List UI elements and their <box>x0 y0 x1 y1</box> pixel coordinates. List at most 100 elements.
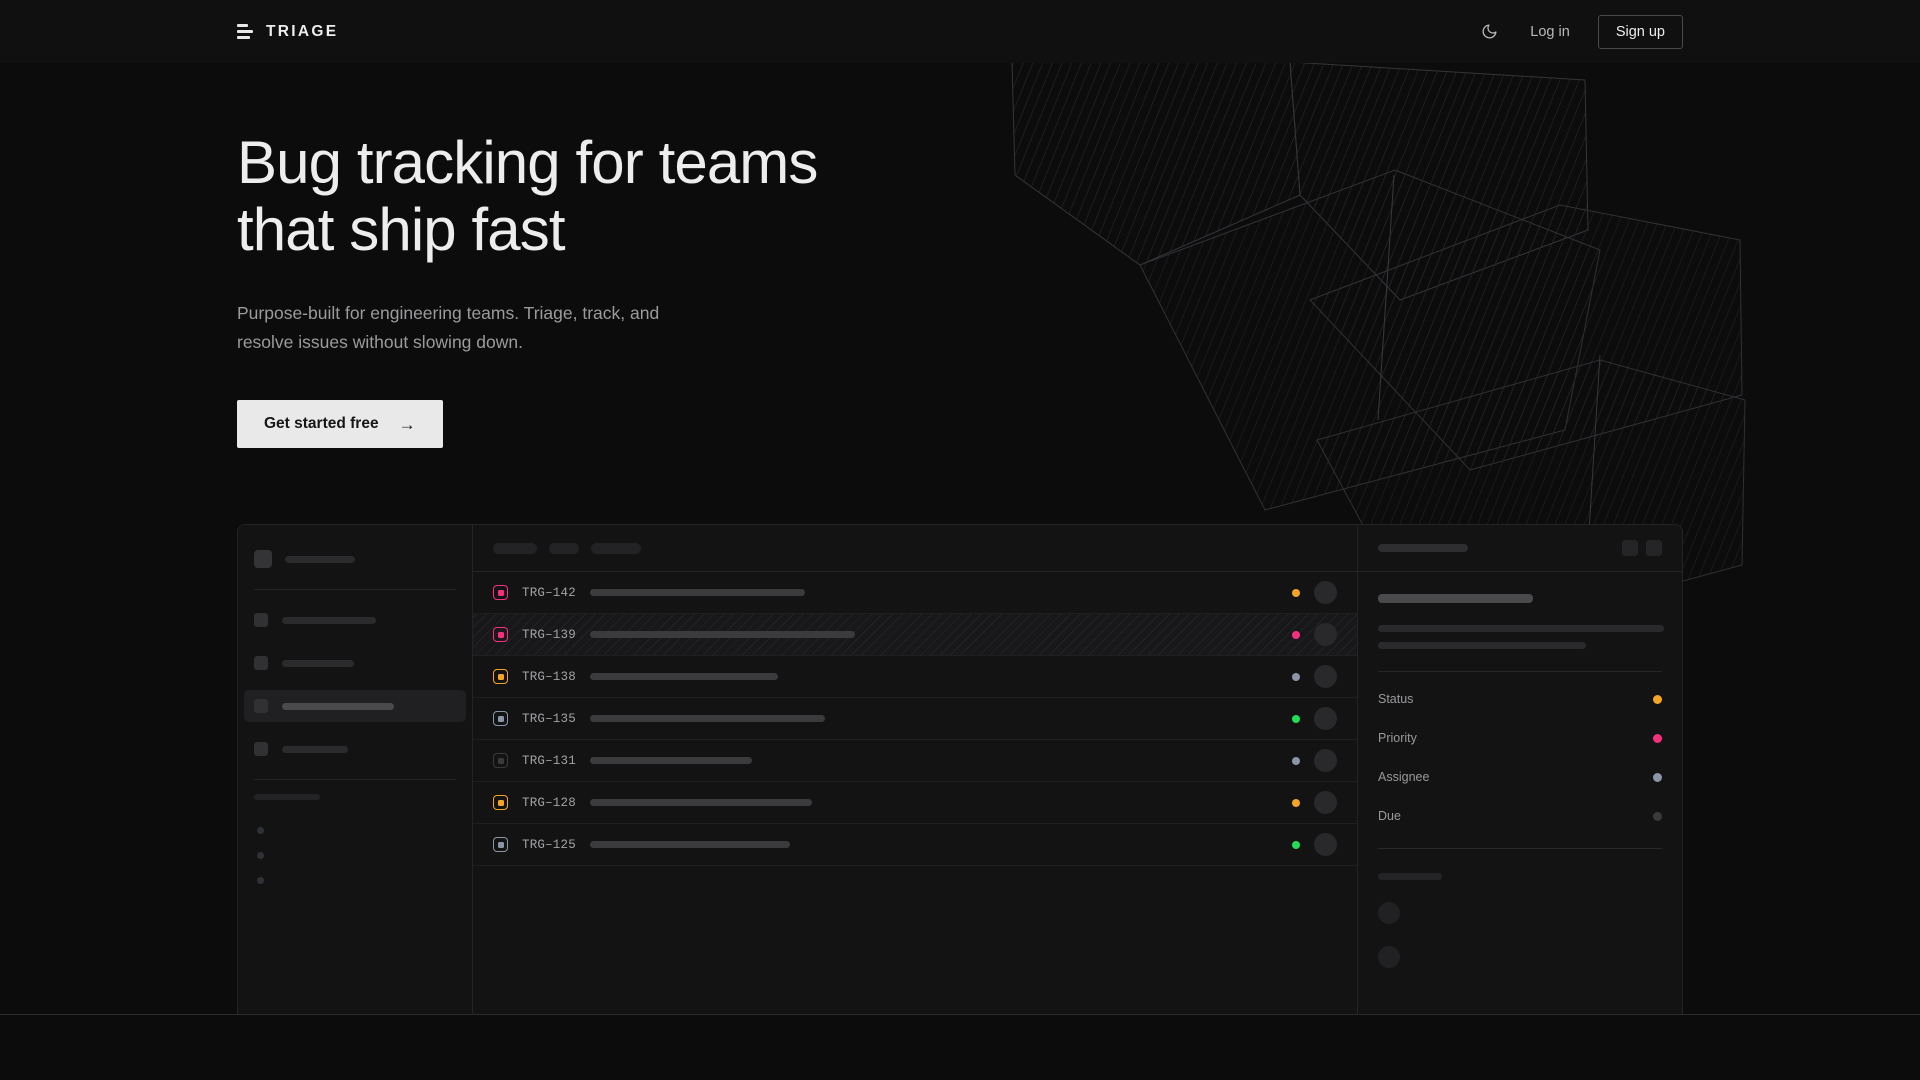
preview-nav-icon-placeholder <box>254 656 268 670</box>
row-meta <box>1292 623 1337 646</box>
preview-detail-issue-title-placeholder <box>1378 594 1533 603</box>
issue-id: TRG–138 <box>522 669 576 684</box>
brand-name: TRIAGE <box>266 22 339 40</box>
detail-field-priority[interactable]: Priority <box>1378 731 1662 745</box>
avatar <box>1314 749 1337 772</box>
preview-sidebar-section-label <box>254 794 320 800</box>
section-divider <box>0 1014 1920 1015</box>
issue-id: TRG–131 <box>522 753 576 768</box>
preview-filter-chip-3[interactable] <box>591 542 641 554</box>
preview-filter-chip-2[interactable] <box>549 542 579 554</box>
row-meta <box>1292 665 1337 688</box>
preview-detail-actions <box>1622 540 1662 556</box>
preview-detail-divider <box>1378 671 1662 672</box>
avatar <box>1314 665 1337 688</box>
table-row[interactable]: TRG–128 <box>473 782 1357 824</box>
bullet-dot-icon <box>257 877 264 884</box>
square-button-icon-2[interactable] <box>1646 540 1662 556</box>
issue-title-placeholder <box>590 631 855 638</box>
table-row[interactable]: TRG–131 <box>473 740 1357 782</box>
table-row[interactable]: TRG–138 <box>473 656 1357 698</box>
issue-id: TRG–139 <box>522 627 576 642</box>
get-started-button[interactable]: Get started free → <box>237 400 443 449</box>
preview-detail-footer-divider <box>1378 848 1662 849</box>
arrow-right-icon: → <box>398 414 416 434</box>
preview-detail-desc-line-1 <box>1378 625 1664 632</box>
row-meta <box>1292 833 1337 856</box>
status-badge <box>1292 756 1300 765</box>
stacked-bars-logo-icon <box>237 24 253 39</box>
navbar-actions: Log in Sign up <box>1476 14 1683 49</box>
priority-icon <box>493 585 508 600</box>
preview-workspace-name-placeholder <box>285 555 355 563</box>
detail-field-assignee[interactable]: Assignee <box>1378 770 1662 784</box>
cta-label: Get started free <box>264 415 379 433</box>
row-meta <box>1292 791 1337 814</box>
top-navbar: TRIAGE Log in Sign up <box>0 0 1920 63</box>
signup-button[interactable]: Sign up <box>1597 14 1683 49</box>
preview-sidebar-mini-item-1[interactable] <box>254 818 456 843</box>
hero-section: Bug tracking for teams that ship fast Pu… <box>0 63 1920 449</box>
table-row[interactable]: TRG–142 <box>473 572 1357 614</box>
detail-field-value-dot <box>1653 772 1662 782</box>
comment-avatar-1 <box>1378 902 1400 924</box>
status-badge <box>1292 630 1300 639</box>
table-row[interactable]: TRG–125 <box>473 824 1357 866</box>
preview-logo-placeholder-icon <box>254 550 272 568</box>
preview-sidebar-item-3[interactable] <box>244 690 466 722</box>
preview-sidebar-item-2[interactable] <box>244 647 466 679</box>
preview-nav-icon-placeholder <box>254 742 268 756</box>
moon-icon[interactable] <box>1476 19 1502 45</box>
issue-id: TRG–125 <box>522 837 576 852</box>
brand-logo[interactable]: TRIAGE <box>237 23 338 41</box>
issue-id: TRG–135 <box>522 711 576 726</box>
priority-icon <box>493 795 508 810</box>
issue-title-placeholder <box>590 589 805 596</box>
status-badge <box>1292 840 1300 849</box>
detail-field-due[interactable]: Due <box>1378 809 1662 823</box>
avatar <box>1314 791 1337 814</box>
issue-id: TRG–128 <box>522 795 576 810</box>
hero-subtitle-line-1: Purpose-built for engineering teams. Tri… <box>237 303 660 324</box>
detail-field-status[interactable]: Status <box>1378 692 1662 706</box>
table-row[interactable]: TRG–135 <box>473 698 1357 740</box>
bullet-dot-icon <box>257 852 264 859</box>
priority-icon <box>493 627 508 642</box>
avatar <box>1314 707 1337 730</box>
square-button-icon-1[interactable] <box>1622 540 1638 556</box>
status-badge <box>1292 714 1300 723</box>
preview-sidebar-item-1[interactable] <box>244 604 466 636</box>
detail-field-label: Status <box>1378 692 1414 706</box>
priority-icon <box>493 711 508 726</box>
hero-subtitle-line-2: resolve issues without slowing down. <box>237 331 523 352</box>
status-badge <box>1292 672 1300 681</box>
preview-sidebar-mini-item-2[interactable] <box>254 843 456 868</box>
login-link[interactable]: Log in <box>1530 23 1570 40</box>
issue-id: TRG–142 <box>522 585 576 600</box>
hero-title-line-2: that ship fast <box>237 196 566 264</box>
avatar <box>1314 581 1337 604</box>
preview-detail-header <box>1358 525 1682 572</box>
issue-title-placeholder <box>590 673 778 680</box>
preview-detail-title-placeholder <box>1378 544 1468 552</box>
priority-icon <box>493 753 508 768</box>
status-badge <box>1292 798 1300 807</box>
avatar <box>1314 623 1337 646</box>
preview-filter-chip-1[interactable] <box>493 542 537 554</box>
preview-sidebar-item-4[interactable] <box>244 733 466 765</box>
preview-sidebar-mini-item-3[interactable] <box>254 868 456 893</box>
table-row[interactable]: TRG–139 <box>473 614 1357 656</box>
status-badge <box>1292 588 1300 597</box>
priority-icon <box>493 669 508 684</box>
detail-field-label: Due <box>1378 809 1401 823</box>
page-title: Bug tracking for teams that ship fast <box>237 129 957 263</box>
preview-detail-comments <box>1378 902 1662 968</box>
detail-field-value-dot <box>1653 733 1662 743</box>
preview-sidebar <box>238 525 473 1015</box>
